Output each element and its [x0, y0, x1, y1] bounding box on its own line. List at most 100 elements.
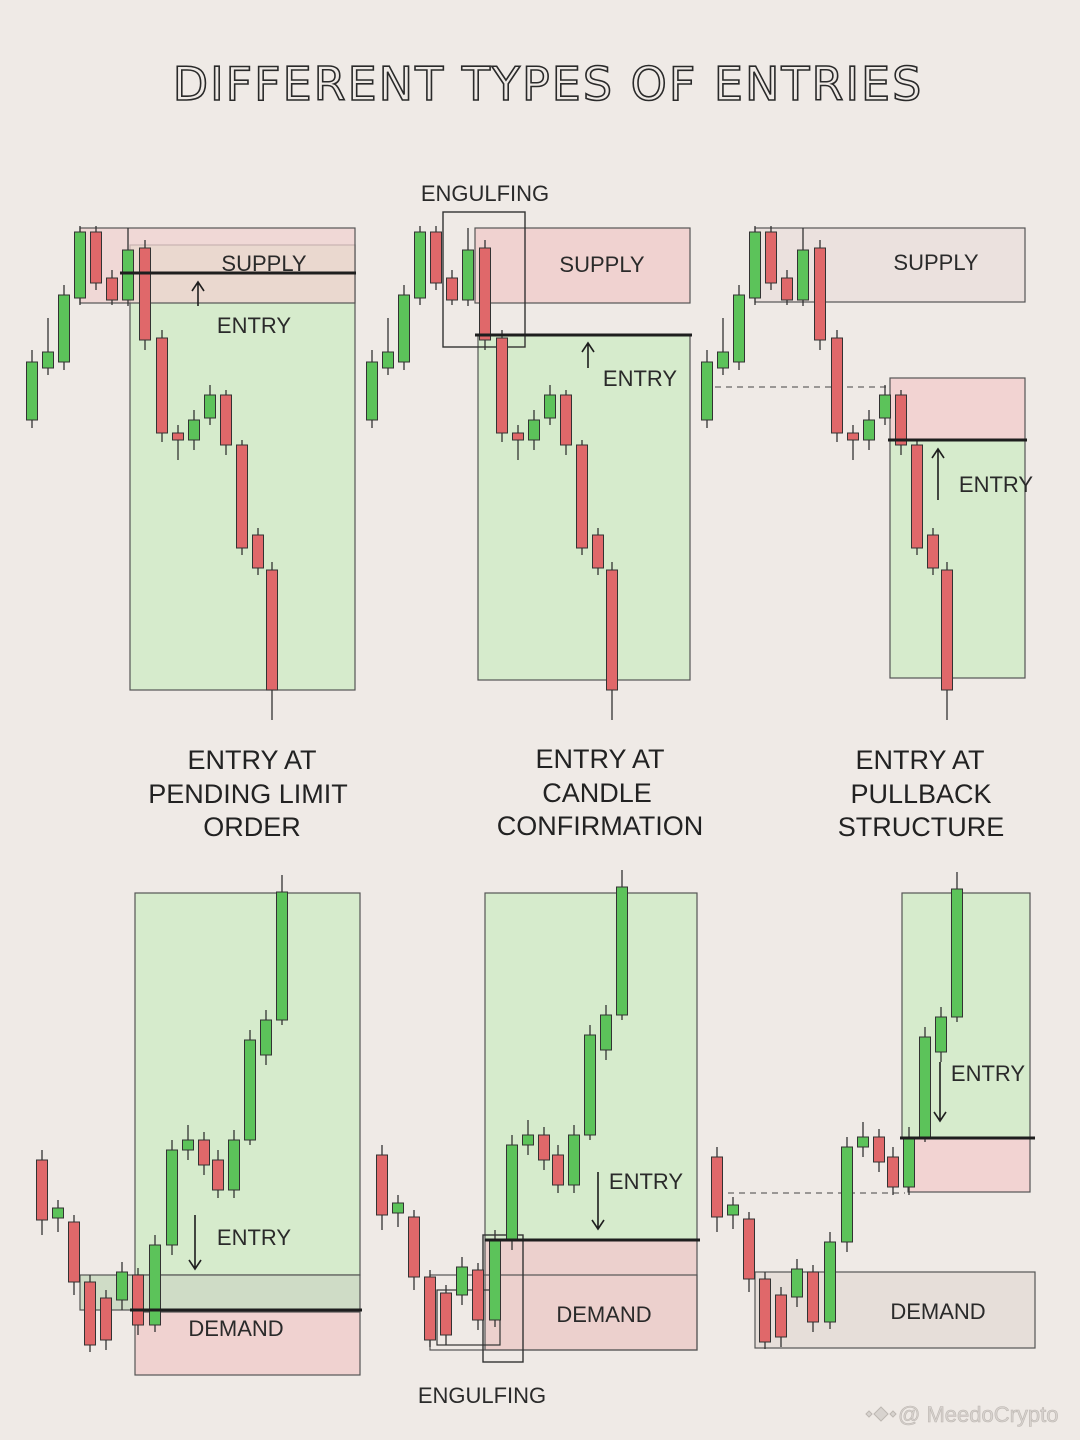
arrow-up-icon — [931, 447, 945, 500]
demand-zone-1 — [134, 1311, 361, 1376]
pullback-zone-bottom — [907, 1137, 1031, 1193]
bearish-candle — [212, 1159, 224, 1191]
bearish-candle — [873, 1136, 885, 1163]
pullback-zone-top — [889, 377, 1026, 441]
bullish-candle — [382, 351, 394, 369]
bullish-candle — [701, 361, 713, 421]
supply-label-1: SUPPLY — [221, 251, 307, 276]
labels: SUPPLY ENTRY ENGULFING SUPPLY ENTRY SUPP… — [148, 181, 1033, 1408]
bearish-candle — [538, 1134, 550, 1161]
supply-zone-1 — [79, 227, 356, 304]
bullish-candle — [528, 419, 540, 441]
bullish-candle — [522, 1134, 534, 1146]
supply-zone-2 — [474, 227, 691, 304]
caption-1-line3: ORDER — [203, 812, 301, 842]
bullish-candle — [182, 1139, 194, 1151]
entry-label-4: ENTRY — [217, 1225, 291, 1250]
supply-label-3: SUPPLY — [893, 250, 979, 275]
demand-label-1: DEMAND — [188, 1316, 283, 1341]
bearish-candle — [606, 569, 618, 691]
bearish-candle — [252, 534, 264, 569]
bearish-candle — [236, 444, 248, 549]
bullish-candle — [122, 249, 134, 301]
watermark: @ MeedoCrypto — [865, 1402, 1059, 1427]
bearish-candle — [424, 1276, 436, 1341]
caption-2-line2: CANDLE — [542, 778, 652, 808]
bearish-candle — [90, 231, 102, 284]
bullish-candle — [791, 1268, 803, 1298]
bearish-candle — [68, 1221, 80, 1283]
bullish-candle — [879, 394, 891, 419]
engulfing-label-bottom: ENGULFING — [418, 1383, 546, 1408]
bearish-candle — [512, 432, 524, 441]
caption-3-line3: STRUCTURE — [838, 812, 1005, 842]
bullish-candle — [52, 1207, 64, 1219]
bullish-candle — [42, 351, 54, 369]
engulfing-box-top — [442, 211, 526, 348]
bullish-candle — [935, 1016, 947, 1053]
bullish-candle — [749, 231, 761, 299]
supply-label-2: SUPPLY — [559, 252, 645, 277]
arrow-down-icon — [188, 1215, 202, 1271]
bullish-candle — [244, 1039, 256, 1141]
bullish-candle — [616, 886, 628, 1016]
bullish-candle — [727, 1204, 739, 1216]
bearish-candle — [592, 534, 604, 569]
bullish-candle — [116, 1271, 128, 1301]
bullish-candle — [584, 1034, 596, 1136]
bullish-candle — [857, 1136, 869, 1148]
bearish-candle — [132, 1274, 144, 1326]
bearish-candle — [408, 1216, 420, 1278]
bullish-candle — [824, 1241, 836, 1323]
entry-label-6: ENTRY — [951, 1061, 1025, 1086]
bearish-candle — [198, 1139, 210, 1166]
bullish-candle — [74, 231, 86, 299]
caption-1-line1: ENTRY AT — [187, 745, 316, 775]
bearish-candle — [887, 1156, 899, 1188]
bullish-candle — [506, 1144, 518, 1241]
entry-label-2: ENTRY — [603, 366, 677, 391]
demand-label-3: DEMAND — [890, 1299, 985, 1324]
bullish-candle — [58, 294, 70, 363]
bullish-candle — [456, 1266, 468, 1296]
bullish-candle — [188, 419, 200, 441]
bullish-candle — [544, 394, 556, 419]
bearish-candle — [172, 432, 184, 441]
bearish-candle — [831, 337, 843, 434]
bearish-candle — [106, 277, 118, 301]
bullish-candle — [733, 294, 745, 363]
candles — [26, 226, 963, 1352]
bearish-candle — [927, 534, 939, 569]
bearish-candle — [807, 1271, 819, 1323]
bullish-candle — [276, 891, 288, 1021]
diagram-title: DIFFERENT TYPES OF ENTRIES — [173, 57, 924, 111]
bearish-candle — [775, 1294, 787, 1338]
supply-zone-3 — [754, 227, 1026, 303]
bullish-candle — [489, 1239, 501, 1321]
bearish-candle — [376, 1154, 388, 1216]
entry-lines — [120, 271, 1035, 1312]
bullish-candle — [919, 1036, 931, 1138]
bullish-candle — [903, 1136, 915, 1188]
bullish-candle — [414, 231, 426, 299]
bullish-candle — [600, 1014, 612, 1051]
bearish-candle — [743, 1218, 755, 1280]
arrow-up-icon — [581, 341, 595, 368]
demand-zone-2 — [484, 1239, 698, 1351]
bullish-candle — [149, 1244, 161, 1326]
watermark-text: @ MeedoCrypto — [898, 1402, 1059, 1427]
bearish-candle — [139, 247, 151, 341]
bearish-candle — [440, 1292, 452, 1336]
bullish-candle — [863, 419, 875, 441]
bullish-candle — [462, 249, 474, 301]
bullish-candle — [204, 394, 216, 419]
bullish-candle — [260, 1019, 272, 1056]
bearish-candle — [100, 1297, 112, 1341]
caption-1-line2: PENDING LIMIT — [148, 779, 348, 809]
bearish-candle — [847, 432, 859, 441]
bullish-candle — [398, 294, 410, 363]
bullish-candle — [26, 361, 38, 421]
caption-3-line2: PULLBACK — [850, 779, 991, 809]
bearish-candle — [479, 247, 491, 341]
